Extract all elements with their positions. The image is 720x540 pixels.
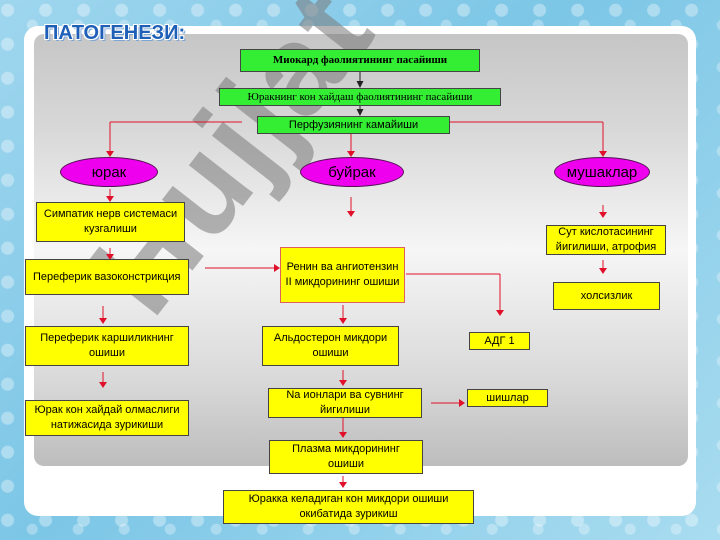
node-heart-failure: Юрак кон хайдай олмаслиги натижасида зур…: [25, 400, 189, 436]
node-adh: АДГ 1: [469, 332, 530, 350]
node-resistance: Переферик каршиликнинг ошиши: [25, 326, 189, 366]
oval-kidney: буйрак: [300, 157, 404, 187]
node-plasma: Плазма микдорининг ошиши: [269, 440, 423, 474]
node-sympathetic: Симпатик нерв системаси кузгалиши: [36, 202, 185, 242]
node-heart-blood-label: Юракнинг кон хайдаш фаолиятининг пасайиш…: [247, 90, 473, 103]
node-aldosterone: Альдостерон микдори ошиши: [262, 326, 399, 366]
node-myocard: Миокард фаолиятининг пасайиши: [240, 49, 480, 72]
node-vasoconstriction: Переферик вазоконстрикция: [25, 259, 189, 295]
oval-heart: юрак: [60, 157, 158, 187]
node-inflow: Юракка келадиган кон микдори ошиши окиба…: [223, 490, 474, 524]
node-swelling: шишлар: [467, 389, 548, 407]
node-weakness-label: холсизлик: [580, 289, 633, 302]
node-inflow-label: Юракка келадиган кон микдори ошиши окиба…: [248, 493, 449, 520]
node-vasoconstriction-label: Переферик вазоконстрикция: [33, 270, 181, 283]
node-adh-label: АДГ 1: [484, 334, 515, 347]
oval-heart-label: юрак: [91, 163, 127, 181]
node-sodium: Na ионлари ва сувнинг йигилиши: [268, 388, 422, 418]
node-acid-label: Сут кислотасининг йигилиши, атрофия: [555, 226, 657, 253]
node-renin: Ренин ва ангиотензин II микдорининг ошиш…: [280, 247, 405, 303]
node-heart-blood: Юракнинг кон хайдаш фаолиятининг пасайиш…: [219, 88, 501, 106]
node-sympathetic-label: Симпатик нерв системаси кузгалиши: [43, 208, 178, 235]
node-myocard-label: Миокард фаолиятининг пасайиши: [272, 54, 448, 67]
node-resistance-label: Переферик каршиликнинг ошиши: [40, 332, 174, 359]
oval-muscles-label: мушаклар: [566, 163, 638, 181]
node-swelling-label: шишлар: [486, 391, 529, 404]
node-weakness: холсизлик: [553, 282, 660, 310]
node-acid: Сут кислотасининг йигилиши, атрофия: [546, 225, 666, 255]
node-perfusion: Перфузиянинг камайиши: [257, 116, 450, 134]
node-aldosterone-label: Альдостерон микдори ошиши: [273, 332, 388, 359]
node-sodium-label: Na ионлари ва сувнинг йигилиши: [286, 389, 404, 416]
node-perfusion-label: Перфузиянинг камайиши: [288, 118, 419, 131]
page-title: ПАТОГЕНЕЗИ:: [44, 22, 186, 44]
node-plasma-label: Плазма микдорининг ошиши: [292, 443, 400, 470]
oval-kidney-label: буйрак: [328, 163, 376, 181]
oval-muscles: мушаклар: [554, 157, 650, 187]
node-heart-failure-label: Юрак кон хайдай олмаслиги натижасида зур…: [34, 404, 180, 431]
node-renin-label: Ренин ва ангиотензин II микдорининг ошиш…: [285, 261, 400, 288]
